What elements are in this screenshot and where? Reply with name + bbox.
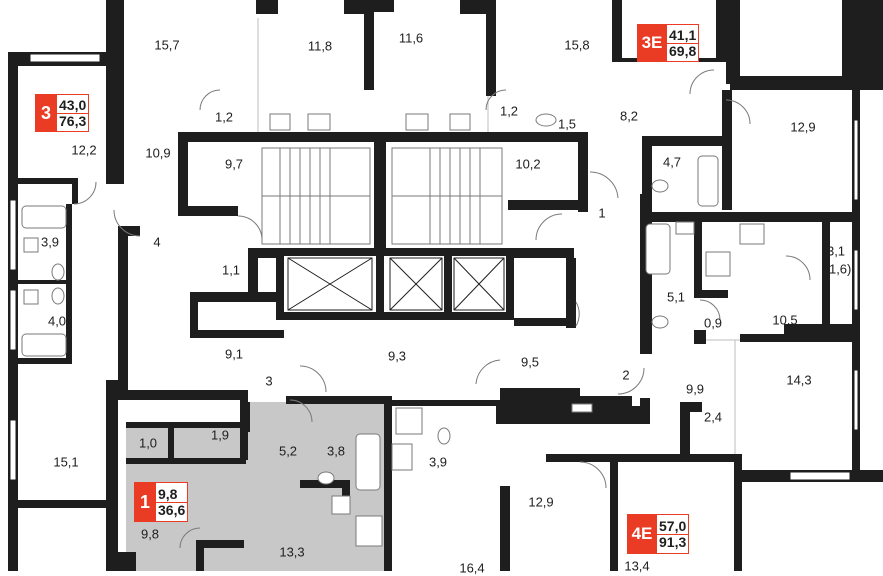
room-area-label: 1,2 [499,103,519,119]
room-area-label: 2 [622,367,630,383]
apartment-number: 4E [627,514,657,554]
room-area-label: 12,9 [528,494,554,510]
apartment-badge-3e[interactable]: 3E 41,1 69,8 [637,24,700,62]
room-area-label: 10,5 [772,312,798,328]
apartment-badge-1[interactable]: 1 9,8 36,6 [134,482,189,522]
total-area: 91,3 [659,533,687,550]
elevators [287,257,505,311]
room-area-label: 1,1 [221,262,241,278]
room-area-label: 1,9 [210,427,230,443]
room-area-label: 3 [265,373,273,389]
room-area-label: 15,7 [154,37,180,53]
room-area-label: 1,0 [138,435,158,451]
room-area-label: 10,2 [515,156,541,172]
fixtures [21,113,765,547]
room-area-label: 12,2 [71,142,97,158]
room-area-label: 1,2 [214,109,234,125]
room-area-label: 4,7 [662,154,682,170]
room-area-label: 3,9 [40,234,60,250]
stairs [261,147,503,245]
total-area: 69,8 [669,42,697,59]
room-area-label: 0,9 [703,315,723,331]
apartment-badge-3[interactable]: 3 43,0 76,3 [35,94,90,132]
room-area-label: 5,1 [666,289,686,305]
total-area: 76,3 [59,112,87,129]
room-area-label: 13,4 [624,558,650,574]
room-area-label: 1,5 [557,116,577,132]
room-area-label: 16,4 [459,560,485,576]
living-area: 9,8 [156,487,188,503]
room-area-label: 4 [153,234,161,250]
room-area-label: 9,9 [685,381,705,397]
apartment-areas: 43,0 76,3 [57,94,90,132]
room-area-label: 11,6 [398,30,424,46]
total-area: 36,6 [158,501,186,518]
room-area-label: 2,4 [703,409,723,425]
room-area-label: 14,3 [786,372,812,388]
room-area-label: 11,8 [307,38,333,54]
apartment-areas: 9,8 36,6 [156,482,189,522]
living-area: 41,1 [667,26,699,44]
room-area-label: 15,8 [564,37,590,53]
windows [9,53,859,481]
apartment-number: 3 [35,94,57,132]
apartment-areas: 41,1 69,8 [667,24,700,62]
room-area-label: 4,0 [47,313,67,329]
room-area-label: 3,9 [428,454,448,470]
room-area-label: 9,3 [387,348,407,364]
doors [73,69,811,549]
room-area-label: 9,5 [520,354,540,370]
room-area-label: 9,7 [224,156,244,172]
room-area-label: 9,1 [224,346,244,362]
apartment-number: 3E [637,24,667,62]
living-area: 43,0 [57,96,89,114]
room-area-label: 3,1 [826,243,846,259]
room-area-label: 3,8 [326,443,346,459]
room-area-label: 9,8 [140,526,160,542]
living-area: 57,0 [657,517,689,535]
room-area-label: (1,6) [824,261,852,277]
room-area-label: 5,2 [278,443,298,459]
apartment-areas: 57,0 91,3 [657,514,690,554]
room-area-label: 13,3 [279,544,305,560]
room-area-label: 8,2 [619,108,639,124]
room-area-label: 10,9 [145,145,171,161]
room-area-label: 12,9 [790,119,816,135]
apartment-badge-4e[interactable]: 4E 57,0 91,3 [627,514,690,554]
apartment-number: 1 [134,482,156,522]
room-area-label: 15,1 [53,454,79,470]
room-area-label: 1 [598,205,606,221]
